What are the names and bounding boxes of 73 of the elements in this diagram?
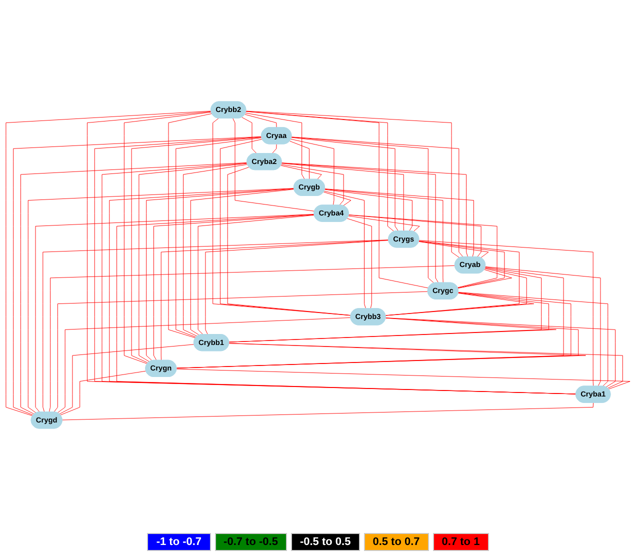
connector xyxy=(324,190,366,309)
legend-key: 0.5 to 0.7 xyxy=(364,533,429,551)
connector xyxy=(291,136,434,284)
connector xyxy=(348,214,482,258)
connector xyxy=(176,368,630,390)
connector xyxy=(227,166,351,316)
legend-key: -0.5 to 0.5 xyxy=(290,533,360,551)
connector xyxy=(281,164,344,206)
connector xyxy=(458,269,512,288)
connector xyxy=(42,240,389,412)
connector xyxy=(232,118,315,212)
connector xyxy=(324,189,412,232)
connector xyxy=(324,188,444,283)
connector xyxy=(290,140,310,180)
connector xyxy=(54,291,428,412)
connector xyxy=(244,114,277,128)
connector xyxy=(245,112,305,180)
connector xyxy=(60,370,146,416)
connector xyxy=(176,267,564,368)
connector xyxy=(281,163,404,232)
connector xyxy=(168,113,212,338)
connector xyxy=(291,137,399,232)
connector xyxy=(281,162,468,258)
connector xyxy=(28,188,294,414)
connector xyxy=(272,144,277,154)
connector xyxy=(205,240,389,335)
connector xyxy=(228,268,542,342)
connector xyxy=(458,292,608,386)
connector xyxy=(385,292,534,316)
connector xyxy=(348,216,420,232)
connector xyxy=(291,136,464,258)
connector xyxy=(183,164,248,336)
connector xyxy=(418,241,505,288)
connector xyxy=(246,110,460,258)
connector xyxy=(280,165,322,180)
legend-key: -1 to -0.7 xyxy=(147,533,211,551)
connector xyxy=(146,188,294,361)
connector xyxy=(176,343,586,368)
connector xyxy=(348,214,498,288)
connector xyxy=(246,111,394,232)
connector xyxy=(246,111,429,288)
connector xyxy=(13,136,262,416)
connector xyxy=(48,265,456,412)
connector xyxy=(228,292,549,342)
connector xyxy=(190,189,294,336)
connector xyxy=(346,218,372,309)
connector xyxy=(290,138,334,206)
connector xyxy=(228,318,556,342)
connector xyxy=(198,214,314,335)
connector xyxy=(228,343,623,388)
connector xyxy=(485,266,601,386)
connector xyxy=(62,402,594,420)
connector xyxy=(160,240,389,361)
legend-key: 0.7 to 1 xyxy=(432,533,489,551)
connector xyxy=(323,192,352,206)
connector xyxy=(20,162,248,414)
legend-key: -0.7 to -0.5 xyxy=(214,533,287,551)
connector xyxy=(176,292,572,368)
connector xyxy=(138,163,248,362)
connector xyxy=(124,112,212,364)
connector xyxy=(131,136,262,364)
connector xyxy=(418,240,594,386)
connector xyxy=(242,117,257,154)
connector xyxy=(324,188,474,258)
connector xyxy=(6,110,212,416)
connector xyxy=(153,214,314,361)
connector xyxy=(176,138,262,338)
connector xyxy=(385,318,616,388)
connector xyxy=(418,241,489,258)
connector xyxy=(281,162,439,283)
connector xyxy=(35,214,314,412)
connector xyxy=(59,344,194,414)
connector xyxy=(57,317,351,414)
